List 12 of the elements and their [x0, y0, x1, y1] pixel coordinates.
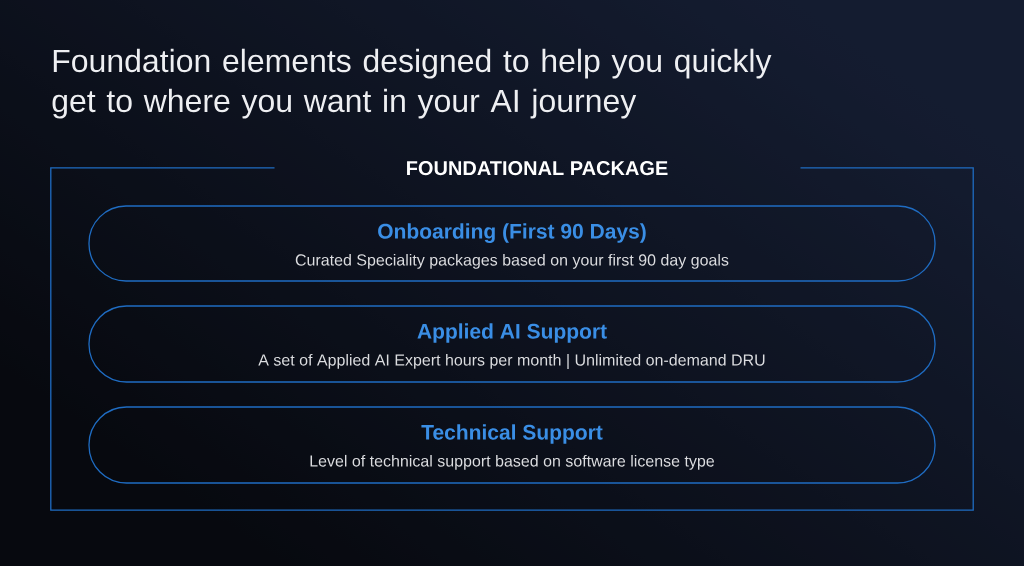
box-heading: Applied AI Support — [417, 323, 607, 343]
box-heading: Onboarding (First 90 Days) — [378, 223, 646, 243]
box-description: Level of technical support based on software license type — [310, 454, 714, 470]
box-heading: Technical Support — [421, 424, 603, 444]
rounded-box — [88, 305, 936, 383]
frame-heading: FOUNDATIONAL PACKAGE — [407, 161, 668, 176]
box-description: Curated Speciality packages based on your first 90 day goals — [295, 253, 729, 269]
box-description: A set of Applied AI Expert hours per month | Unlimited on-demand DRU — [258, 353, 765, 369]
rounded-box — [88, 406, 936, 484]
rounded-box — [88, 205, 936, 282]
package-frame — [50, 161, 974, 511]
page-title: Foundation elements designed to help you quickly get to where you want in your AI journey — [52, 48, 772, 119]
